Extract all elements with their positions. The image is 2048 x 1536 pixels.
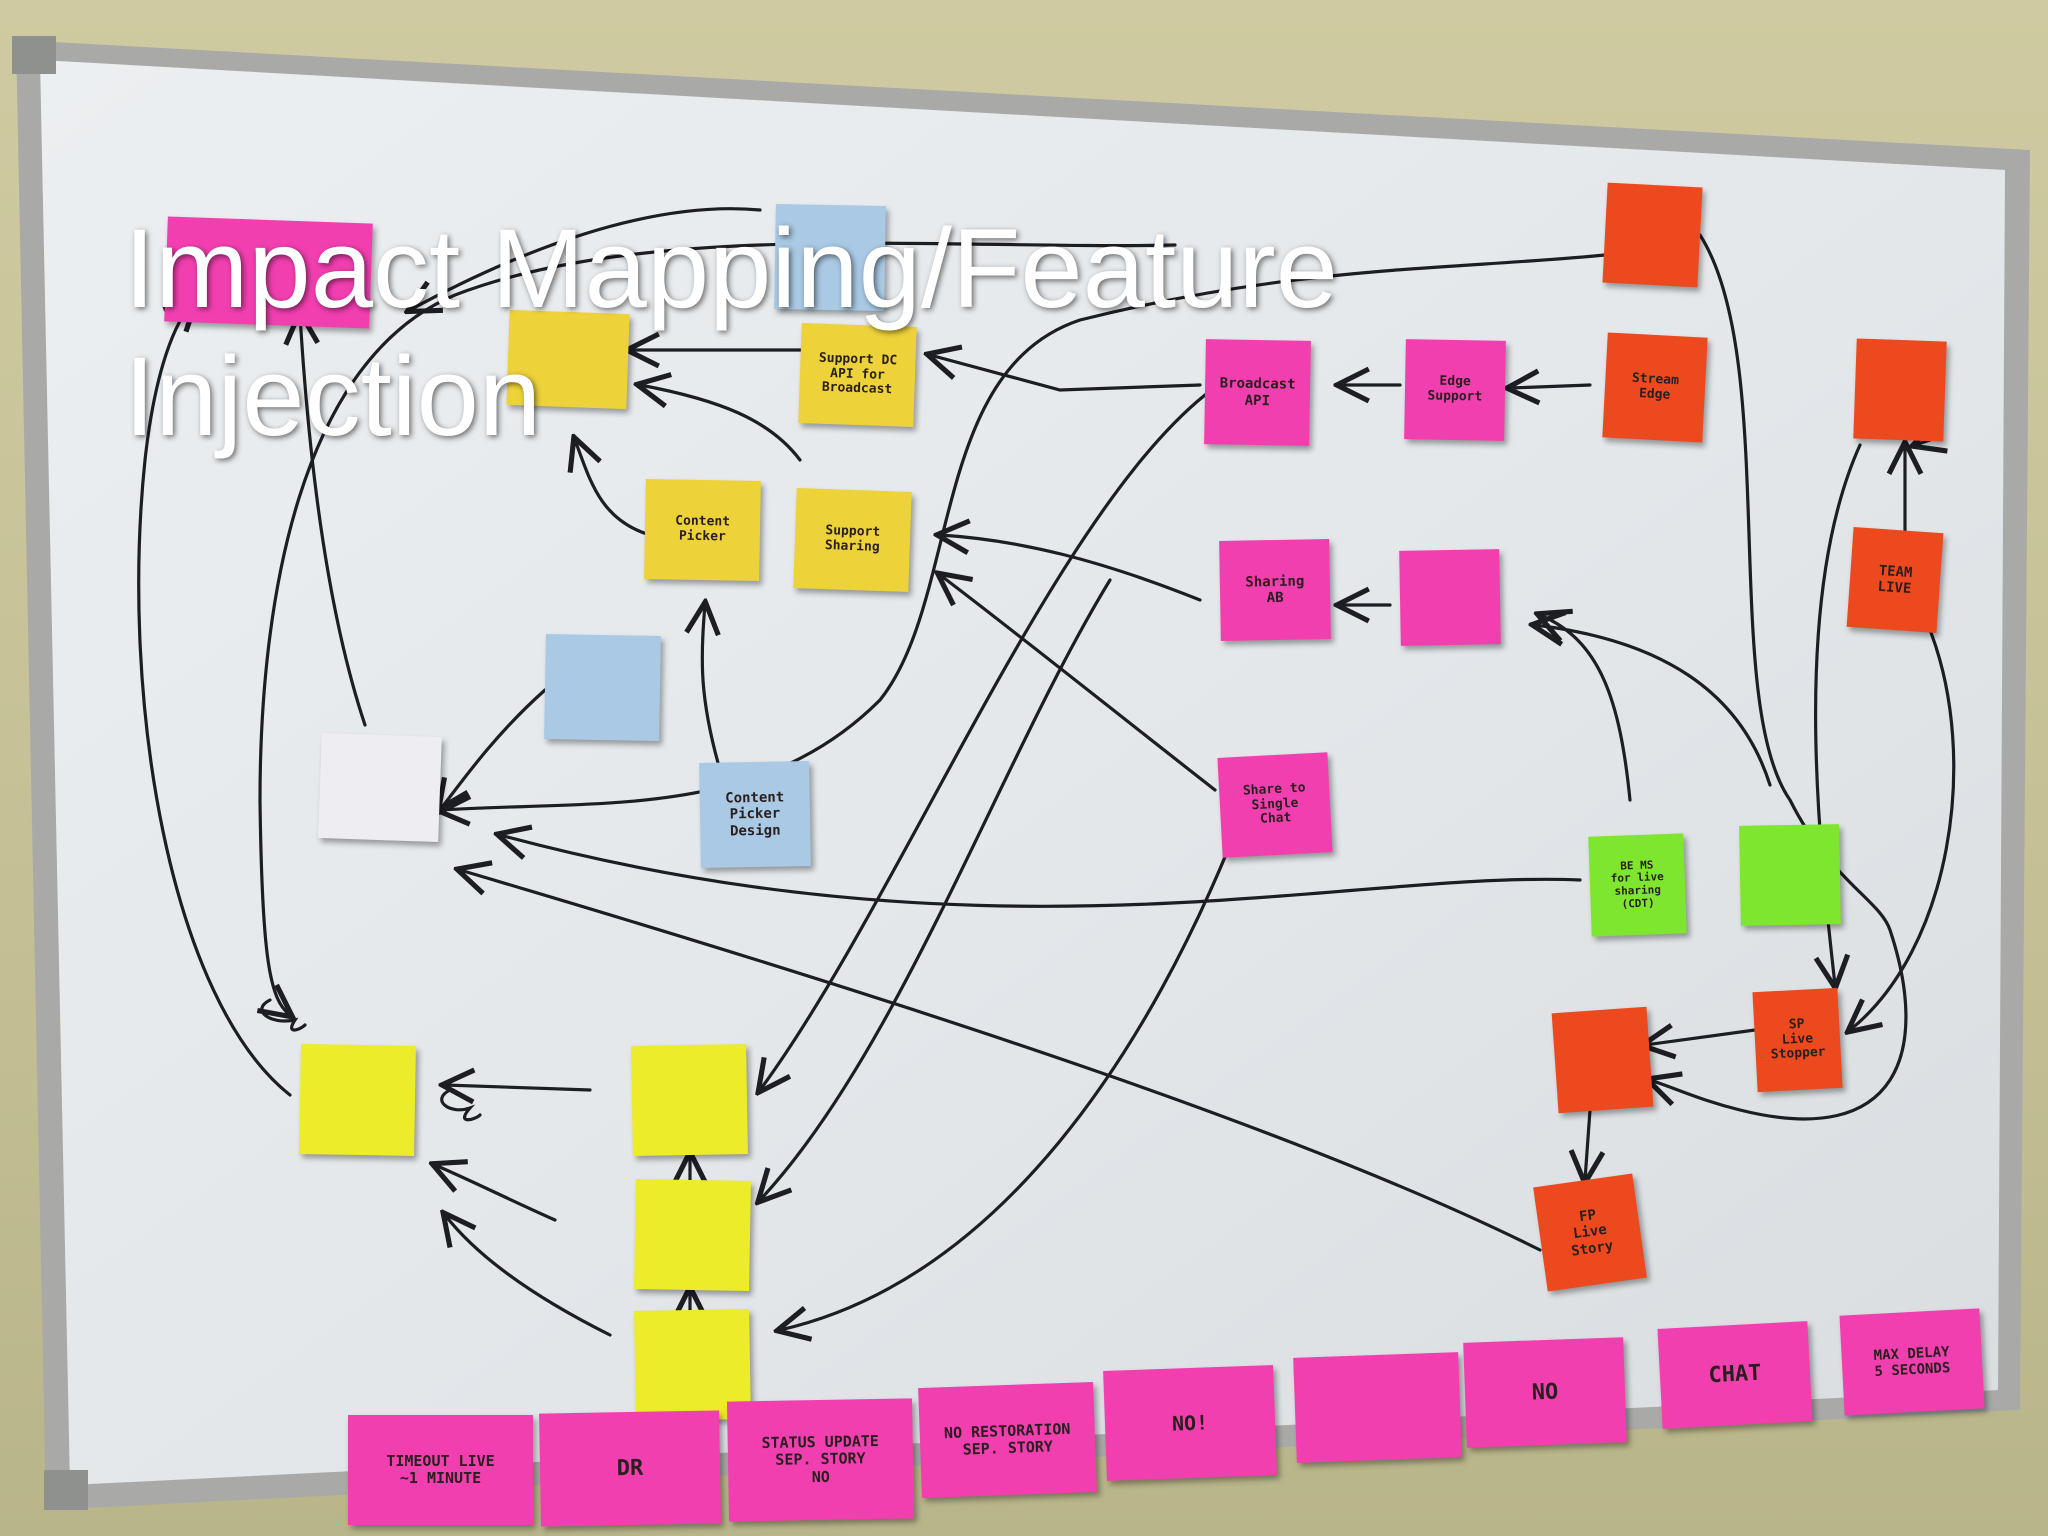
slide-title: Impact Mapping/Feature Injection — [124, 206, 1338, 459]
arrow — [930, 355, 1202, 392]
sticky-note — [1293, 1352, 1462, 1463]
sticky-note: Content Picker Design — [699, 761, 811, 868]
arrow — [440, 688, 547, 810]
arrow — [445, 1215, 612, 1337]
arrow — [1850, 628, 1956, 1030]
arrow — [460, 870, 1542, 1252]
arrow — [702, 605, 722, 772]
sticky-note — [1551, 1006, 1654, 1114]
sticky-note — [634, 1179, 751, 1291]
sticky-note: STATUS UPDATE SEP. STORY NO — [726, 1398, 915, 1522]
sticky-note: FP Live Story — [1533, 1173, 1647, 1292]
arrow — [1650, 233, 1908, 1121]
sticky-note: CHAT — [1657, 1321, 1813, 1429]
sticky-note: SP Live Stopper — [1752, 987, 1843, 1093]
sticky-note: MAX DELAY 5 SECONDS — [1839, 1308, 1985, 1416]
arrow — [940, 575, 1217, 792]
sticky-note — [631, 1044, 748, 1156]
sticky-note — [1602, 182, 1703, 288]
sticky-note — [544, 634, 661, 741]
arrow — [575, 440, 652, 537]
frame-corner — [12, 36, 56, 74]
sticky-note: Content Picker — [644, 479, 761, 581]
sticky-note: Stream Edge — [1602, 332, 1708, 443]
arrow — [760, 393, 1207, 1090]
sticky-note: TIMEOUT LIVE ~1 MINUTE — [348, 1415, 533, 1525]
frame-corner — [44, 1470, 88, 1510]
sticky-note — [299, 1044, 416, 1156]
sticky-note: NO — [1463, 1337, 1627, 1448]
arrow — [1510, 385, 1592, 388]
arrow — [300, 315, 367, 727]
arrow — [1535, 625, 1772, 787]
arrow — [760, 578, 1112, 1200]
arrow — [940, 535, 1202, 602]
sticky-note: TEAM LIVE — [1846, 526, 1944, 634]
sticky-note: BE MS for live sharing (CDT) — [1588, 833, 1687, 937]
sticky-note — [1853, 338, 1947, 442]
marker-arrows — [137, 207, 1956, 1337]
sticky-note: Sharing AB — [1219, 539, 1331, 641]
arrow — [640, 385, 802, 462]
arrow — [445, 1085, 592, 1090]
sticky-note — [1399, 549, 1501, 646]
arrow — [1585, 1108, 1590, 1180]
arrow — [137, 300, 292, 1097]
arrow — [500, 835, 1582, 908]
sticky-note — [318, 732, 442, 843]
arrow — [1645, 1030, 1757, 1045]
sticky-note: Share to Single Chat — [1217, 752, 1333, 858]
sticky-note: NO! — [1103, 1365, 1277, 1481]
whiteboard-surface — [40, 60, 2005, 1485]
sticky-note — [1739, 824, 1841, 926]
squiggle — [260, 998, 307, 1032]
sticky-note: DR — [539, 1410, 721, 1527]
sticky-note: NO RESTORATION SEP. STORY — [918, 1381, 1097, 1499]
sticky-note: Support Sharing — [793, 488, 912, 592]
arrow — [435, 1165, 557, 1222]
arrow — [410, 207, 762, 310]
arrow — [440, 253, 1607, 810]
arrow — [780, 818, 1242, 1330]
squiggle — [440, 1088, 482, 1122]
